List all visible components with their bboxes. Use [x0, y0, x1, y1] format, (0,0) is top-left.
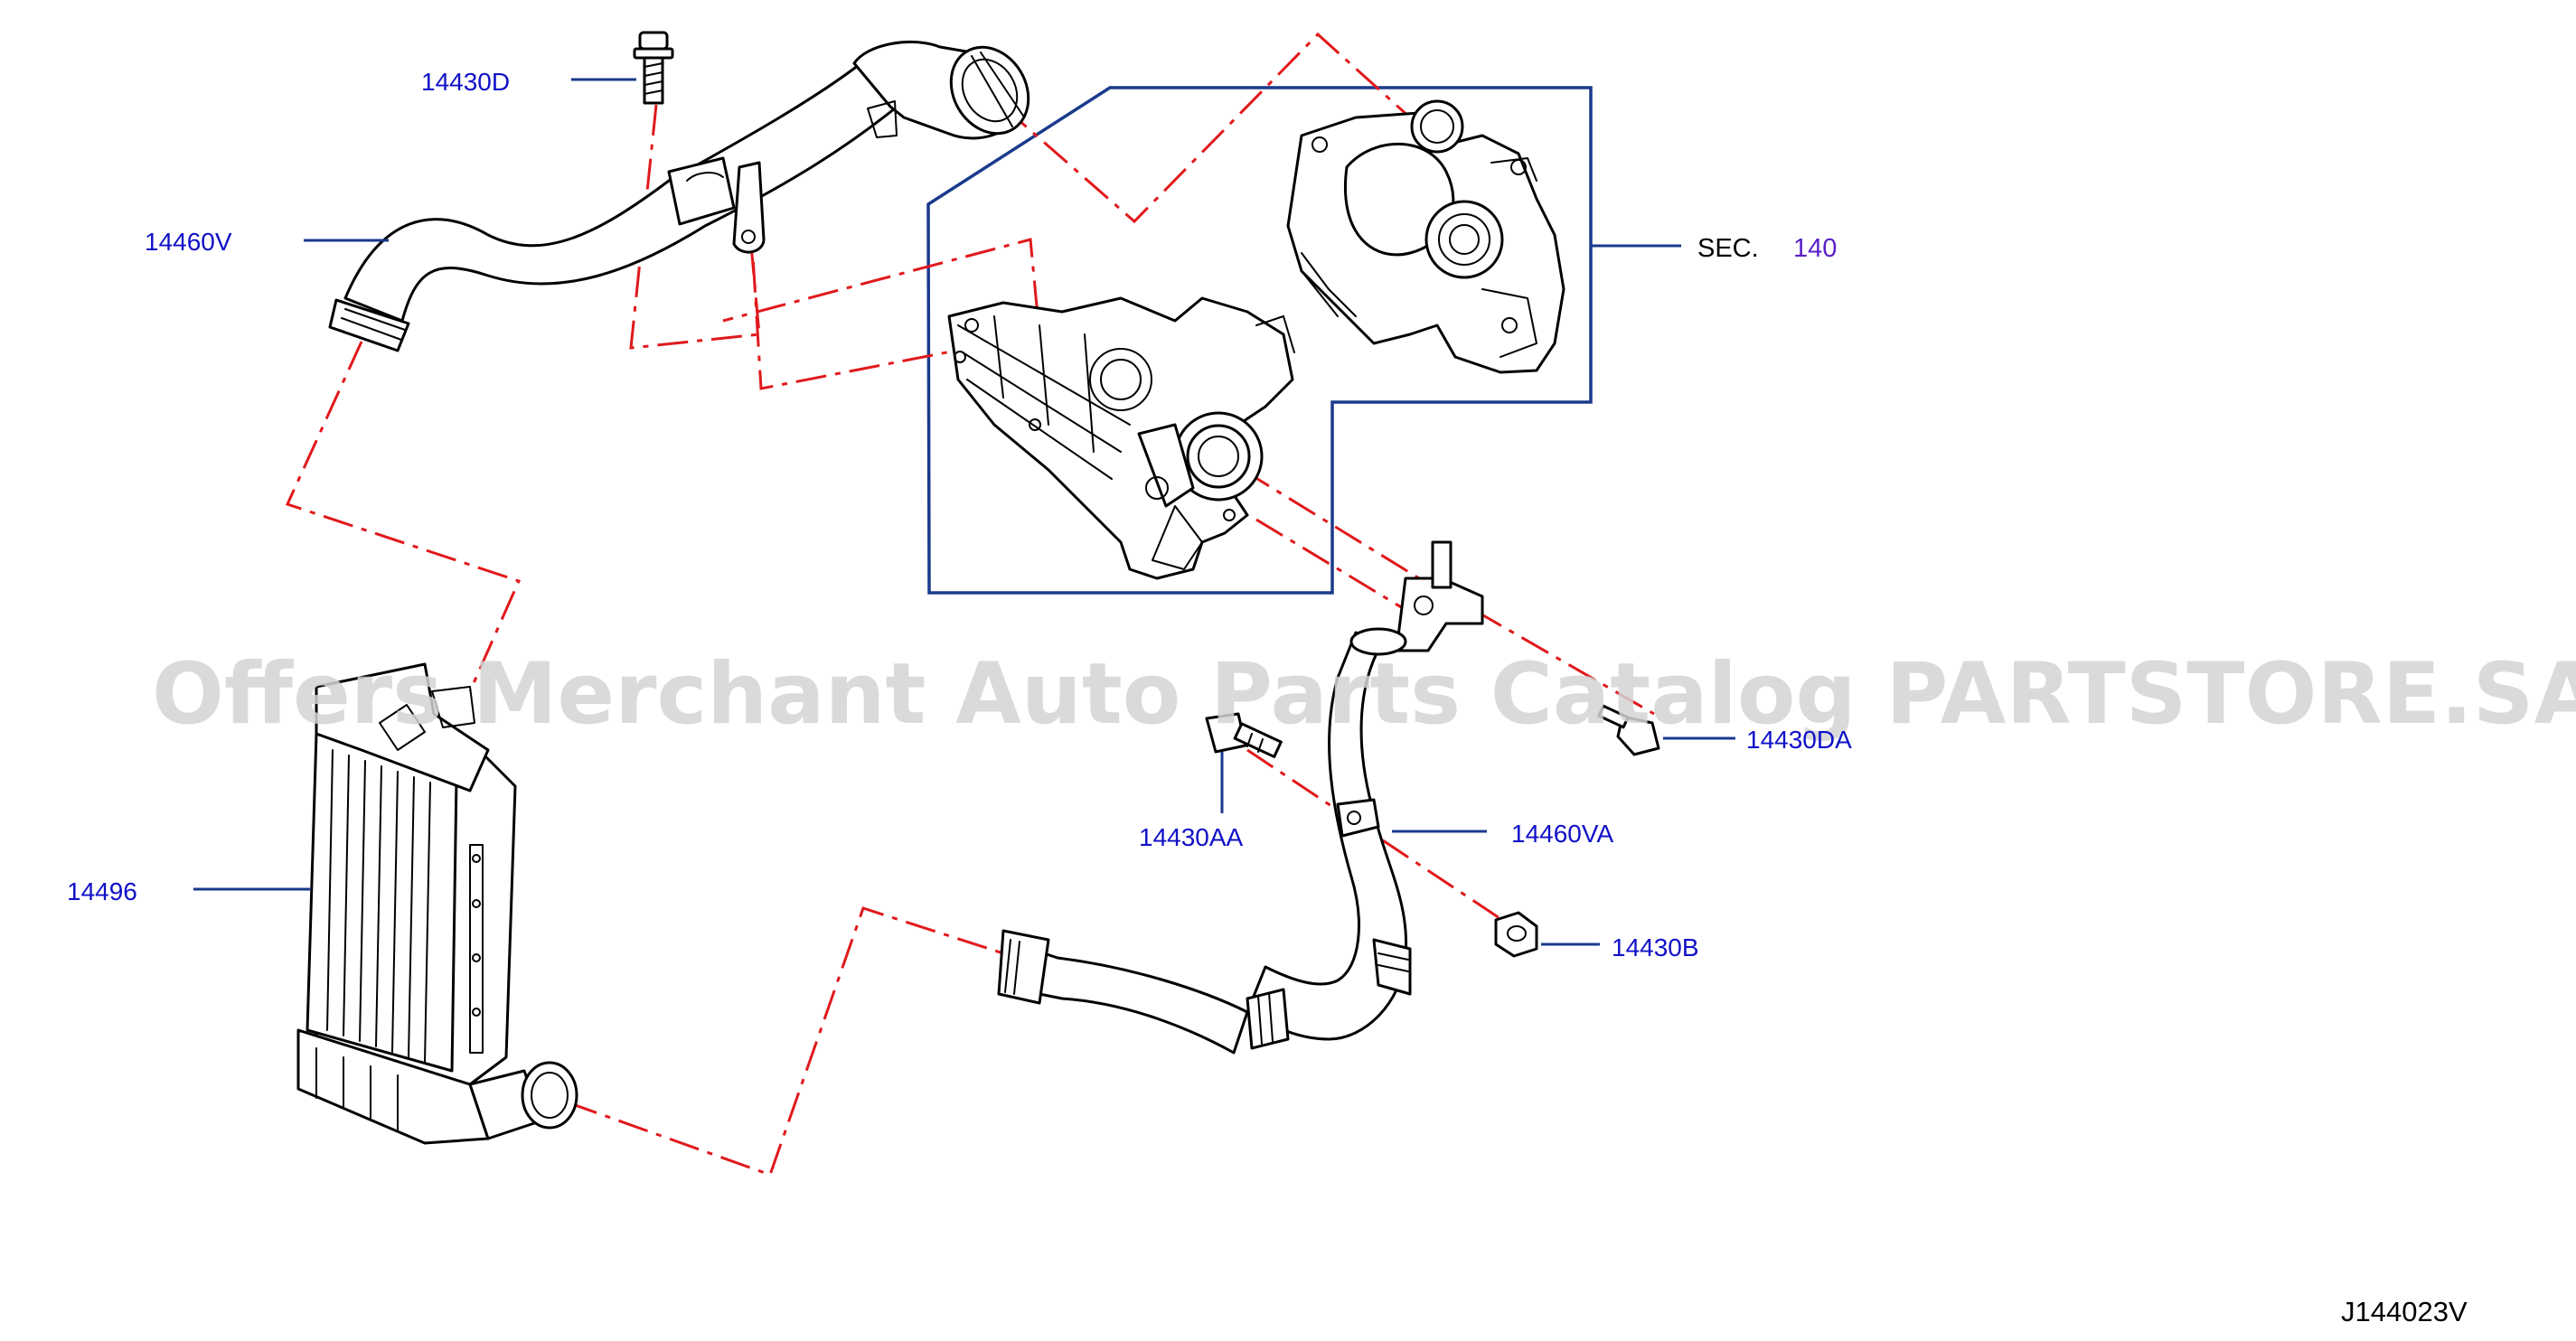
pipe-14460VA-drawing — [997, 540, 1484, 1055]
nut-14430B-drawing — [1494, 911, 1538, 958]
bolt-14430DA-drawing — [1597, 704, 1660, 756]
hose-14460V-drawing — [328, 41, 1030, 352]
label-14430D[interactable]: 14430D — [421, 68, 510, 96]
intercooler-14496-drawing — [296, 662, 578, 1145]
connection-line-intercooler-outlet — [567, 906, 1004, 1177]
connection-line-pipe-bolt — [1255, 518, 1429, 625]
label-14430AA[interactable]: 14430AA — [1139, 823, 1244, 851]
label-14460V[interactable]: 14460V — [145, 228, 232, 256]
section-number-link[interactable]: 140 — [1793, 234, 1837, 263]
bolt-14430AA-drawing — [1205, 712, 1283, 758]
bolt-14430D-drawing — [633, 31, 674, 105]
connection-line-hose-to-intercooler — [285, 341, 522, 692]
section-prefix: SEC. — [1697, 234, 1759, 263]
intake-manifold-drawing — [947, 296, 1295, 580]
label-14460VA[interactable]: 14460VA — [1511, 820, 1613, 848]
section-140-boundary — [926, 86, 1593, 595]
connection-line-bracket-manifold — [722, 153, 1041, 390]
label-14430B[interactable]: 14430B — [1612, 933, 1699, 961]
label-14430DA[interactable]: 14430DA — [1746, 726, 1852, 754]
connection-line-hose-to-turbo — [1002, 32, 1412, 224]
label-14496[interactable]: 14496 — [67, 877, 137, 905]
diagram-code: J144023V — [2341, 1296, 2468, 1327]
turbocharger-drawing — [1286, 99, 1565, 374]
watermark: Offers Merchant Auto Parts Catalog PARTS… — [152, 645, 2576, 744]
